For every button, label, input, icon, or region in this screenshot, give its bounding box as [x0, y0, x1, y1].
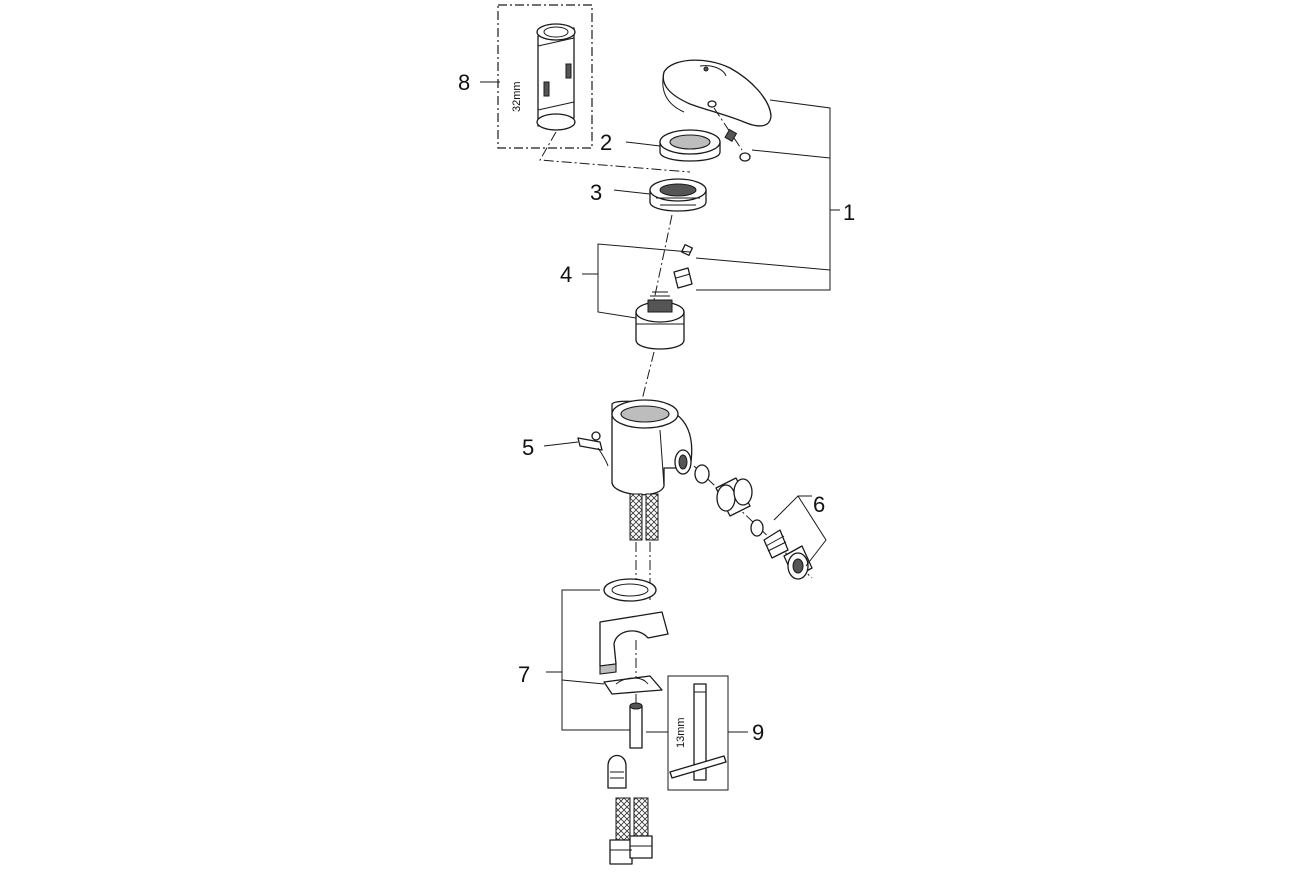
- callout-2: 2: [600, 130, 612, 155]
- callout-5: 5: [522, 435, 534, 460]
- part-6-aerator: [693, 464, 827, 580]
- part-3-nut: [613, 178, 707, 212]
- callout-6: 6: [813, 492, 825, 517]
- callout-6-bracket: [773, 495, 827, 567]
- key-size-label: 13mm: [675, 717, 687, 748]
- callout-1: 1: [843, 200, 855, 225]
- part-5-popup-rod: [543, 431, 609, 467]
- callout-3: 3: [590, 180, 602, 205]
- callout-1-bracket: [696, 99, 831, 291]
- callout-9: 9: [752, 720, 764, 745]
- part-4-cartridge: [582, 243, 693, 350]
- key-detail-box: [667, 675, 729, 791]
- callout-3-leader: [613, 189, 651, 195]
- supply-hoses: [607, 754, 653, 865]
- part-2-cap: [625, 129, 721, 162]
- spanner-size-label: 32mm: [511, 81, 523, 112]
- callout-7-bracket: [561, 589, 630, 731]
- callout-4-bracket: [597, 274, 637, 319]
- callout-8: 8: [458, 70, 470, 95]
- callout-2-leader: [625, 141, 661, 147]
- callout-5-leader: [543, 441, 579, 447]
- main-axis-upper: [653, 214, 673, 301]
- part-1-lever: [662, 59, 840, 291]
- main-axis-middle: [639, 351, 655, 409]
- callout-4: 4: [560, 262, 572, 287]
- callout-7: 7: [518, 662, 530, 687]
- faucet-body: [611, 399, 693, 541]
- part-8-spanner: 32mm: [480, 4, 593, 149]
- part-7-mounting-set: [546, 578, 669, 749]
- part-9-key: 13mm: [646, 675, 748, 791]
- spanner-detail-box: [497, 4, 593, 149]
- spanner-axis-line: [539, 131, 691, 173]
